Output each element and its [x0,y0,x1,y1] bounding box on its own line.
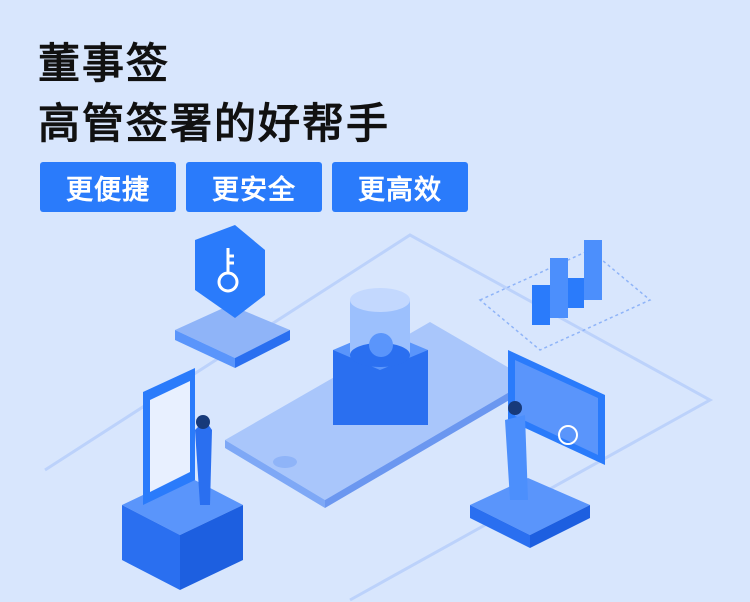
feature-tags: 更便捷 更安全 更高效 [40,162,468,212]
tag-efficient: 更高效 [332,162,468,212]
headline-subtitle: 高管签署的好帮手 [38,99,391,148]
presentation-board [470,350,605,548]
tag-convenient: 更便捷 [40,162,176,212]
headline-title: 董事签 [38,39,171,88]
document-phone-stand [122,368,243,590]
database-server-icon [333,288,428,425]
bar-chart-icon [532,240,602,325]
key-shield-icon [175,225,290,368]
tag-secure: 更安全 [186,162,322,212]
